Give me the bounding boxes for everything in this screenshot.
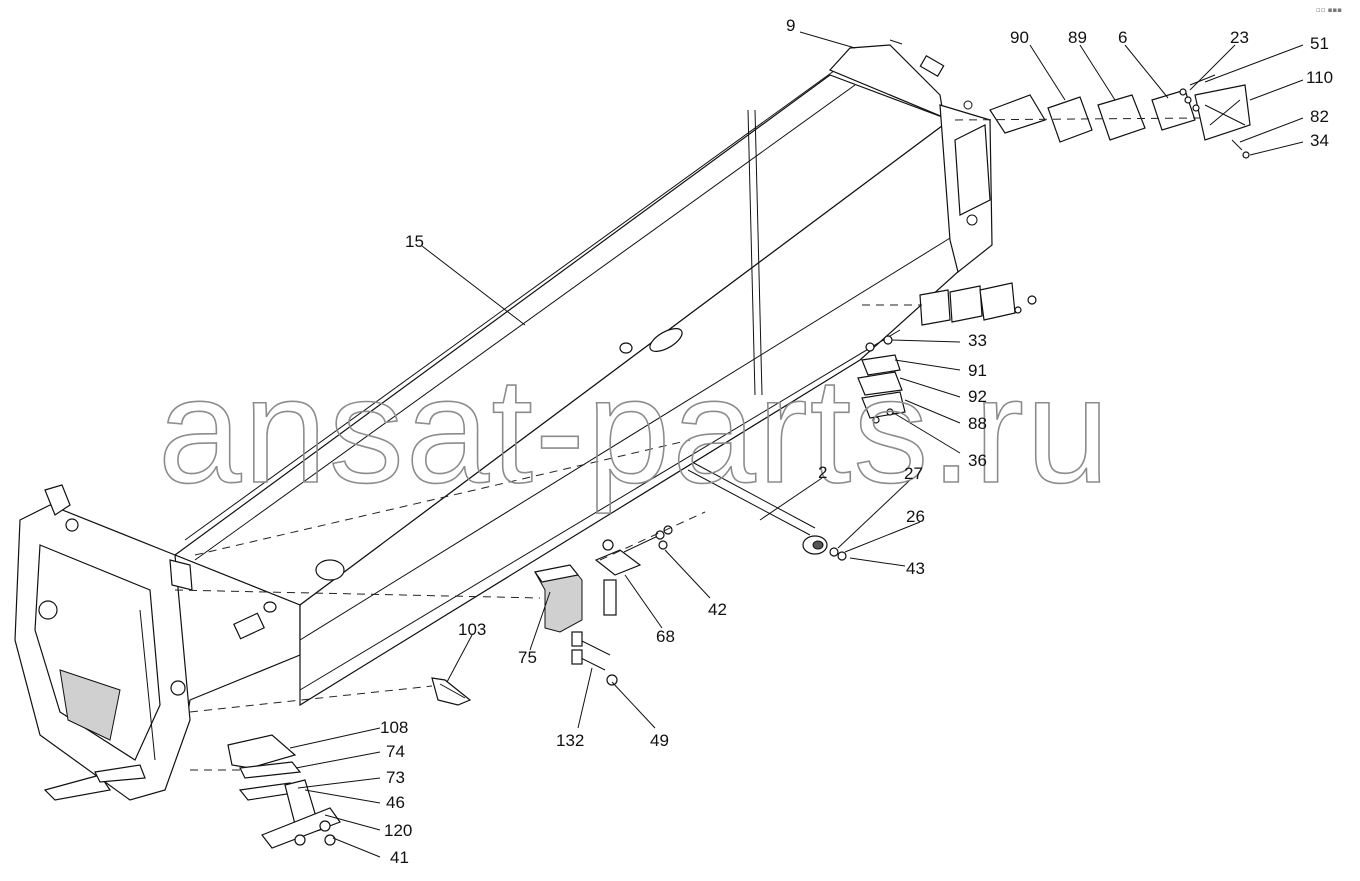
callout-110: 110 (1306, 68, 1333, 87)
callout-2: 2 (818, 463, 827, 482)
callout-51: 51 (1310, 34, 1329, 53)
callout-73: 73 (386, 768, 405, 787)
callout-42: 42 (708, 600, 727, 619)
callout-49: 49 (650, 731, 669, 750)
callout-75: 75 (518, 648, 537, 667)
callout-68: 68 (656, 627, 675, 646)
corner-mark: ▫▫ ▪▪▪ (1316, 6, 1342, 14)
callout-9: 9 (786, 16, 795, 35)
callout-labels: 9 90 89 6 23 51 110 82 34 15 33 91 92 88… (380, 16, 1333, 867)
callout-36: 36 (968, 451, 987, 470)
leader-lines (289, 31, 1304, 858)
top-right-plates (954, 74, 1251, 159)
callout-89: 89 (1068, 28, 1087, 47)
right-mid-brackets (857, 282, 1037, 424)
callout-132: 132 (556, 731, 584, 750)
callout-6: 6 (1118, 28, 1127, 47)
callout-103: 103 (458, 620, 486, 639)
callout-92: 92 (968, 387, 987, 406)
callout-82: 82 (1310, 107, 1329, 126)
bracket-103 (431, 677, 472, 706)
center-bracket (533, 525, 673, 686)
boom-body (149, 67, 961, 731)
callout-91: 91 (968, 361, 987, 380)
callout-34: 34 (1310, 131, 1329, 150)
callout-26: 26 (906, 507, 925, 526)
assembly-dashed-lines (174, 304, 922, 771)
watermark-text: ansat-parts.ru (158, 346, 1111, 514)
callout-46: 46 (386, 793, 405, 812)
callout-33: 33 (968, 331, 987, 350)
callout-43: 43 (906, 559, 925, 578)
callout-27: 27 (904, 464, 923, 483)
boom-head (828, 39, 993, 274)
callout-74: 74 (386, 742, 405, 761)
callout-41: 41 (390, 848, 409, 867)
callout-88: 88 (968, 414, 987, 433)
shaft-2 (687, 461, 847, 561)
callout-15: 15 (405, 232, 424, 251)
callout-90: 90 (1010, 28, 1029, 47)
boom-foot-frame (14, 484, 193, 801)
callout-23: 23 (1230, 28, 1249, 47)
lower-left-brackets (227, 734, 341, 849)
callout-120: 120 (384, 821, 412, 840)
callout-108: 108 (380, 718, 408, 737)
